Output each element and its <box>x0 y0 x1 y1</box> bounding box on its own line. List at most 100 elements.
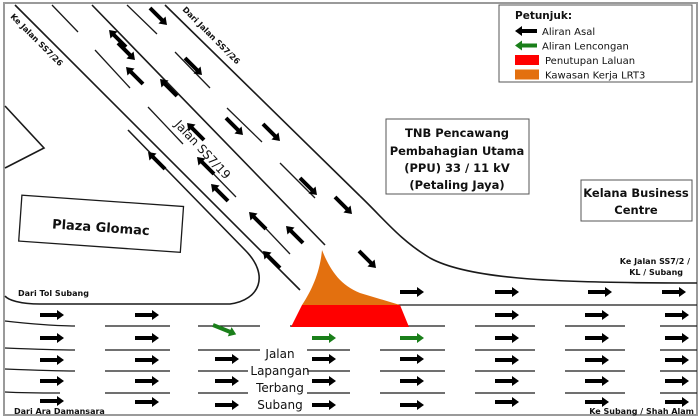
side-road <box>4 105 260 305</box>
arrow-left-icon <box>286 226 305 245</box>
arrow-right-icon <box>585 355 609 365</box>
tnb-line-1: TNB Pencawang <box>405 126 509 140</box>
diversion-arrow-icon <box>400 333 424 343</box>
arrow-right-icon <box>312 376 336 386</box>
arrow-right-icon <box>400 400 424 410</box>
main-road-label-line: Terbang <box>255 381 304 395</box>
tnb-box: TNB Pencawang Pembahagian Utama (PPU) 33… <box>385 118 530 195</box>
arrow-right-icon <box>40 396 64 406</box>
arrow-left-icon <box>109 30 128 49</box>
lane-line <box>4 347 76 351</box>
lane-dash <box>226 107 263 143</box>
kelana-business-centre-box: Kelana Business Centre <box>580 179 693 222</box>
traffic-arrows <box>40 6 689 410</box>
legend-item-label: Penutupan Laluan <box>545 56 635 67</box>
arrow-right-icon <box>40 333 64 343</box>
main-road-label-line: Jalan <box>264 347 294 361</box>
arrow-left-icon <box>249 212 268 231</box>
arrow-right-icon <box>40 355 64 365</box>
label-dari-tol-subang: Dari Tol Subang <box>18 289 89 298</box>
arrow-right-icon <box>135 376 159 386</box>
arrow-right-icon <box>400 354 424 364</box>
label-kl-subang: KL / Subang <box>629 268 683 277</box>
arrow-right-icon <box>224 116 243 135</box>
arrow-right-icon <box>215 400 239 410</box>
work-zone-swatch <box>515 69 539 80</box>
arrow-right-icon <box>298 176 317 195</box>
arrow-right-icon <box>588 287 612 297</box>
arrow-right-icon <box>585 333 609 343</box>
arrow-right-icon <box>135 397 159 407</box>
lane-line <box>4 320 76 327</box>
arrow-right-icon <box>135 310 159 320</box>
lane-dash <box>174 51 211 89</box>
main-road-lines <box>4 304 697 394</box>
arrow-right-icon <box>183 56 202 75</box>
diversion-arrow-icon <box>312 333 336 343</box>
legend-item-label: Aliran Asal <box>542 27 595 38</box>
arrow-right-icon <box>135 355 159 365</box>
arrow-right-icon <box>495 397 519 407</box>
road-edge <box>164 4 361 197</box>
arrow-right-icon <box>495 355 519 365</box>
tnb-line-2: Pembahagian Utama <box>390 144 525 158</box>
lane-line <box>4 368 76 372</box>
arrow-right-icon <box>495 376 519 386</box>
plaza-glomac-box: Plaza Glomac <box>18 194 185 254</box>
legend-item-label: Kawasan Kerja LRT3 <box>545 71 645 82</box>
road-closure-zone <box>291 305 409 327</box>
arrow-right-icon <box>585 310 609 320</box>
tnb-line-3: (PPU) 33 / 11 kV <box>404 161 510 175</box>
arrow-left-icon <box>197 157 216 176</box>
arrow-right-icon <box>665 355 689 365</box>
arrow-right-icon <box>312 400 336 410</box>
arrow-left-icon <box>160 79 179 98</box>
arrow-right-icon <box>665 333 689 343</box>
kelana-line-1: Kelana Business <box>583 186 689 200</box>
arrow-left-icon <box>515 26 537 36</box>
arrow-left-icon <box>148 152 167 171</box>
arrow-left-icon <box>126 67 145 86</box>
arrow-left-icon <box>187 123 206 142</box>
arrow-right-icon <box>148 6 167 25</box>
label-dari-ara-damansara: Dari Ara Damansara <box>14 407 105 416</box>
road-edge <box>14 4 301 291</box>
lane-dash <box>51 4 79 33</box>
arrow-left-icon <box>515 40 537 51</box>
arrow-left-icon <box>263 251 282 270</box>
legend-title: Petunjuk: <box>515 10 572 22</box>
arrow-right-icon <box>662 287 686 297</box>
label-jalan-lapangan-terbang-subang: Jalan Lapangan Terbang Subang <box>250 347 309 412</box>
lane-dash <box>279 162 316 199</box>
arrow-right-icon <box>357 249 376 268</box>
arrow-right-icon <box>312 354 336 364</box>
tnb-line-4: (Petaling Jaya) <box>409 178 504 192</box>
arrow-right-icon <box>333 195 352 214</box>
road-edge-curve <box>359 195 698 284</box>
arrow-right-icon <box>215 354 239 364</box>
arrow-right-icon <box>585 376 609 386</box>
arrow-right-icon <box>495 333 519 343</box>
arrow-right-icon <box>400 287 424 297</box>
arrow-right-icon <box>135 333 159 343</box>
arrow-right-icon <box>40 376 64 386</box>
main-road-label-line: Subang <box>257 398 302 412</box>
arrow-right-icon <box>40 310 64 320</box>
road-edge-curve <box>4 129 260 305</box>
arrow-right-icon <box>495 287 519 297</box>
lane-dash <box>147 106 184 145</box>
closure-swatch <box>515 55 539 65</box>
arrow-right-icon <box>665 376 689 386</box>
arrow-right-icon <box>665 397 689 407</box>
plaza-glomac-label: Plaza Glomac <box>52 217 151 239</box>
main-road-label-line: Lapangan <box>250 364 309 378</box>
road-corner <box>4 105 46 169</box>
legend-item-label: Aliran Lencongan <box>542 42 629 53</box>
arrow-right-icon <box>665 310 689 320</box>
arrow-right-icon <box>215 376 239 386</box>
arrow-right-icon <box>116 41 135 60</box>
arrow-right-icon <box>585 397 609 407</box>
